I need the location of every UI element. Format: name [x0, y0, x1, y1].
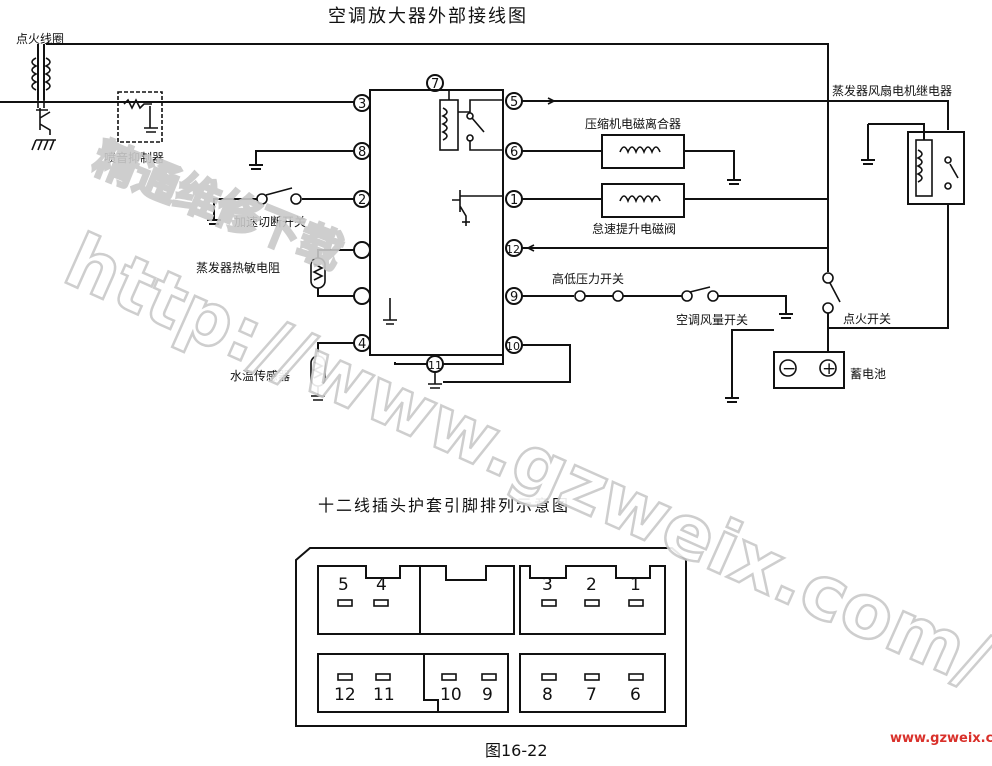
pin11-ground: [428, 372, 442, 389]
igniter-box: [117, 91, 163, 143]
arrow-pin5: [547, 97, 556, 105]
amplifier-pins: 7 3 8 2 4 11 5 6 1 12 9 10: [353, 74, 523, 373]
watermark-url: www.gzweix.com: [890, 731, 992, 746]
pin-7: [426, 74, 444, 92]
pressure-switch-label: 高低压力开关: [552, 271, 624, 286]
conn-pin-1: 1: [630, 575, 641, 595]
watermark-text: http://www.gzweix.com/: [53, 218, 992, 705]
pressure-switch: [522, 290, 682, 302]
pin-8-label: 8: [358, 145, 366, 160]
conn-pin-2: 2: [586, 575, 597, 595]
wire-pin11-b: [443, 355, 504, 365]
ac-fan-switch: [681, 286, 793, 319]
pin-5-label: 5: [510, 95, 518, 110]
battery-positive-sign: +: [822, 359, 836, 379]
conn-pin-3: 3: [542, 575, 553, 595]
conn-pin-9: 9: [482, 685, 493, 705]
pin-9-label: 9: [510, 290, 518, 305]
wire-pin5: [522, 100, 949, 130]
fan-relay-label: 蒸发器风扇电机继电器: [832, 83, 952, 98]
idle-solenoid-coil: [601, 183, 828, 218]
wire-pin11: [394, 362, 427, 365]
pin-6-label: 6: [510, 145, 518, 160]
conn-pin-5: 5: [338, 575, 349, 595]
evap-thermistor: [310, 249, 354, 297]
accel-cutoff-switch: [207, 187, 354, 225]
water-temp-sensor: [310, 342, 354, 401]
conn-pin-10: 10: [440, 685, 462, 705]
accel-switch-label: 加速切断开关: [234, 214, 306, 229]
conn-pin-8: 8: [542, 685, 553, 705]
arrow-pin12: [526, 244, 535, 252]
figure-caption: 图16-22: [485, 741, 548, 760]
diagram-title: 空调放大器外部接线图: [328, 6, 528, 27]
igniter-transistor: [31, 108, 56, 151]
internal-transistor: [452, 190, 503, 226]
igniter-label: 喷音抑制器: [104, 150, 164, 165]
internal-ground: [383, 298, 397, 325]
fan-motor-relay: [828, 123, 965, 329]
connector-pins: 5 4 3 2 1 12 11 10 9 8 7 6: [334, 575, 644, 705]
conn-pin-6: 6: [630, 685, 641, 705]
conn-pin-7: 7: [586, 685, 597, 705]
conn-pin-4: 4: [376, 575, 387, 595]
water-temp-label: 水温传感器: [230, 368, 290, 383]
wire-pin8-ground: [249, 150, 354, 170]
ignition-switch: [822, 272, 841, 352]
evap-thermistor-label: 蒸发器热敏电阻: [196, 260, 280, 275]
compressor-clutch-label: 压缩机电磁离合器: [585, 116, 681, 131]
conn-pin-12: 12: [334, 685, 356, 705]
pin-4-label: 4: [358, 337, 366, 352]
battery-negative-sign: −: [782, 359, 796, 379]
battery: − +: [725, 329, 845, 403]
connector-housing: [295, 547, 687, 727]
idle-solenoid-label: 怠速提升电磁阀: [592, 221, 676, 236]
pin-7-label: 7: [431, 77, 439, 92]
ac-fan-switch-label: 空调风量开关: [676, 313, 748, 327]
pin-10-label: 10: [506, 340, 520, 353]
compressor-clutch-coil: [601, 134, 741, 185]
conn-pin-11: 11: [373, 685, 395, 705]
pin-1-label: 1: [510, 193, 518, 208]
pin-11-label: 11: [428, 359, 442, 372]
pin-thermistor-a: [353, 241, 371, 259]
ignition-switch-label: 点火开关: [843, 312, 891, 326]
wire-pin10: [443, 344, 571, 383]
connector-title: 十二线插头护套引脚排列示意图: [318, 496, 570, 515]
internal-relay: [439, 90, 503, 151]
pin-thermistor-b: [353, 287, 371, 305]
pin-2-label: 2: [358, 193, 366, 208]
pin-3-label: 3: [358, 97, 366, 112]
pin-12-label: 12: [506, 243, 520, 256]
ignition-coil-label: 点火线圈: [16, 32, 64, 46]
battery-label: 蓄电池: [850, 367, 886, 381]
